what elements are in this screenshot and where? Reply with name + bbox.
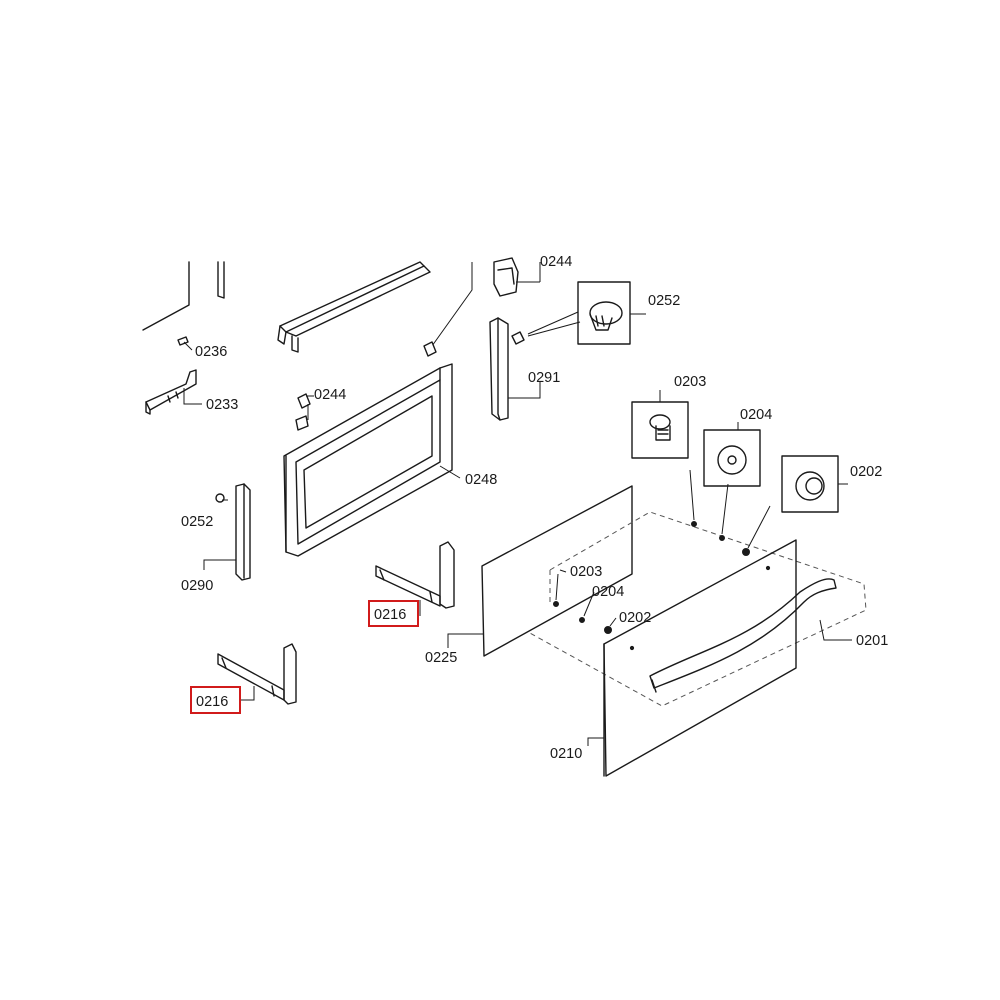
screw-0203-callout: [631, 390, 689, 459]
label-0201: 0201: [856, 633, 888, 649]
clip-0244-top: [423, 257, 541, 357]
hinge-0216-middle: [375, 541, 455, 616]
pin-0236: [177, 336, 193, 351]
label-0252-left: 0252: [181, 514, 213, 530]
label-0204-top: 0204: [740, 407, 772, 423]
hinge-bracket-0233: [145, 369, 202, 415]
label-0202-top: 0202: [850, 464, 882, 480]
label-0216-middle: 0216: [374, 607, 406, 623]
knob-0202-callout: [781, 455, 848, 513]
label-0291: 0291: [528, 370, 560, 386]
handle-0201: [649, 578, 852, 693]
label-0236: 0236: [195, 344, 227, 360]
side-rail-0291: [489, 317, 541, 421]
label-0290: 0290: [181, 578, 213, 594]
door-frame-0248: [283, 363, 461, 557]
label-0202-mid: 0202: [619, 610, 651, 626]
fasteners: [553, 469, 771, 634]
assembly-envelope: [527, 511, 867, 707]
label-0216-left: 0216: [196, 694, 228, 710]
washer-0204-callout: [703, 422, 761, 487]
label-0248: 0248: [465, 472, 497, 488]
label-0244-mid: 0244: [314, 387, 346, 403]
clip-0244-mid: [295, 393, 314, 431]
label-0203-mid: 0203: [570, 564, 602, 580]
hinge-0216-left: [217, 643, 297, 705]
label-0252-top: 0252: [648, 293, 680, 309]
screw-0252-left: [215, 493, 228, 503]
label-0244-top: 0244: [540, 254, 572, 270]
cabinet-fragment: [142, 261, 225, 331]
door-panel-0210: [587, 539, 797, 777]
label-0210: 0210: [550, 746, 582, 762]
side-bar-0290: [203, 483, 251, 581]
highlight-box-0216-middle: [368, 600, 419, 627]
screw-0252-top: [511, 281, 646, 345]
label-0203-top: 0203: [674, 374, 706, 390]
label-0225: 0225: [425, 650, 457, 666]
highlight-box-0216-left: [190, 686, 241, 714]
label-0233: 0233: [206, 397, 238, 413]
glass-pane-0225: [447, 485, 633, 657]
label-0204-mid: 0204: [592, 584, 624, 600]
top-rail: [277, 261, 431, 353]
